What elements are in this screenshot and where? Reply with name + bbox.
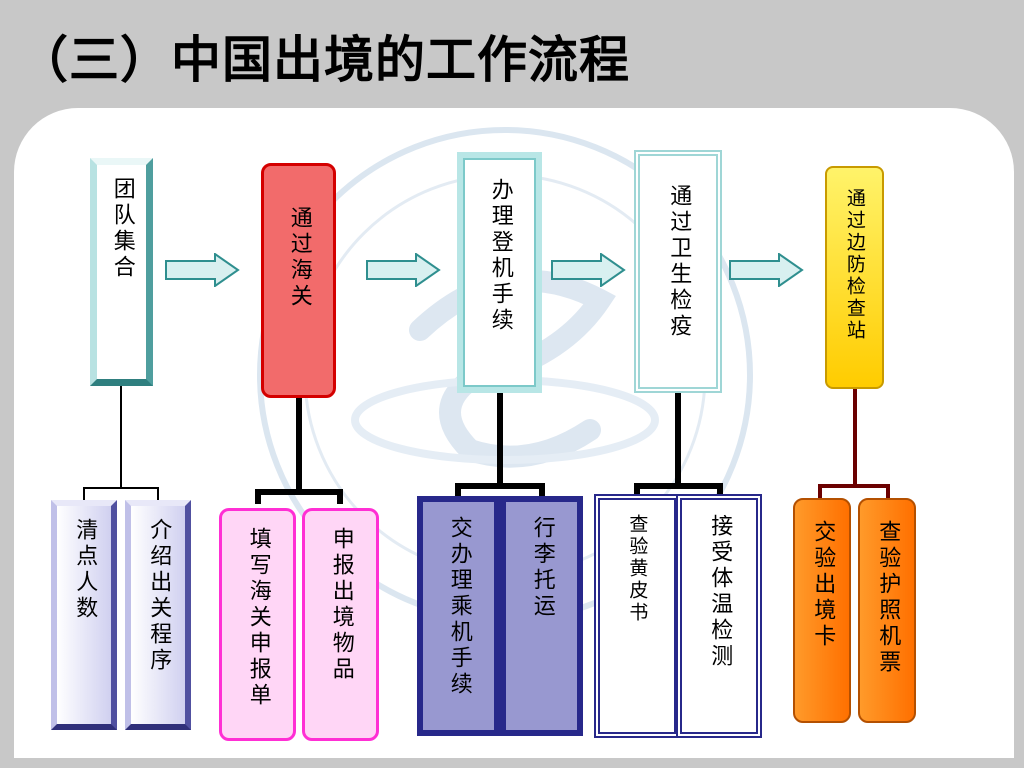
substep-label: 清点人数: [72, 518, 98, 622]
step-label: 通过边防检查站: [843, 188, 866, 342]
substep-label: 行李托运: [529, 516, 555, 620]
step-quarantine: 通过卫生检疫: [634, 150, 722, 393]
substep-box: 介绍出关程序: [125, 500, 191, 730]
substep-box: 交办理乘机手续: [417, 496, 500, 736]
step-check-in: 办理登机手续: [457, 152, 542, 393]
step-customs: 通过海关: [261, 163, 336, 398]
substep-label: 申报出境物品: [328, 527, 354, 683]
substep-box: 查验黄皮书: [594, 494, 680, 738]
substep-box: 查验护照机票: [858, 498, 916, 723]
substep-box: 申报出境物品: [302, 508, 379, 741]
substep-label: 接受体温检测: [707, 514, 733, 670]
step-label: 办理登机手续: [487, 178, 513, 334]
substep-label: 查验护照机票: [875, 520, 901, 676]
substep-box: 接受体温检测: [676, 494, 762, 738]
substep-box: 填写海关申报单: [219, 508, 296, 741]
substep-box: 交验出境卡: [793, 498, 851, 723]
substep-box: 清点人数: [51, 500, 117, 730]
step-team-assembly: 团队集合: [90, 158, 153, 386]
step-border-control: 通过边防检查站: [825, 166, 884, 389]
page-title: （三）中国出境的工作流程: [18, 31, 630, 89]
substep-label: 交验出境卡: [810, 520, 836, 650]
substep-label: 查验黄皮书: [626, 514, 649, 624]
arrow-right-icon: [551, 253, 626, 287]
arrow-right-icon: [729, 253, 804, 287]
step-label: 团队集合: [109, 177, 135, 281]
arrow-right-icon: [366, 253, 441, 287]
substep-box: 行李托运: [500, 496, 583, 736]
substep-label: 填写海关申报单: [245, 527, 271, 709]
step-label: 通过卫生检疫: [666, 184, 692, 340]
substep-label: 交办理乘机手续: [446, 516, 472, 698]
substep-label: 介绍出关程序: [146, 518, 172, 674]
arrow-right-icon: [165, 253, 240, 287]
step-label: 通过海关: [286, 206, 312, 310]
